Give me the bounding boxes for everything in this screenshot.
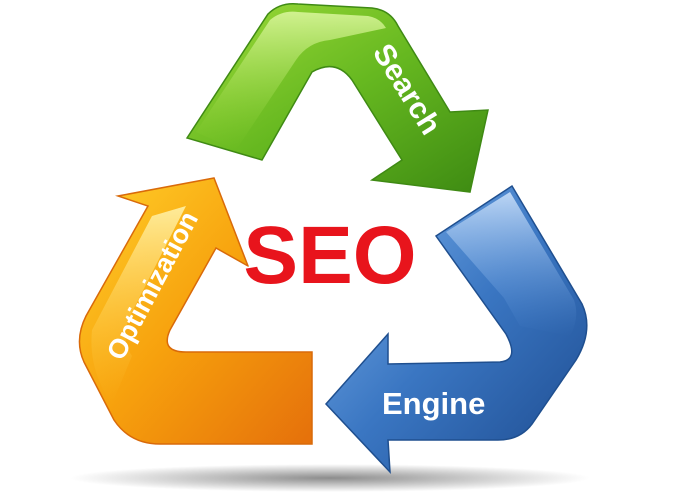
engine-label: Engine — [382, 386, 485, 421]
search-arrow — [185, 2, 489, 193]
optimization-arrow — [78, 177, 313, 445]
engine-arrow — [324, 184, 588, 475]
seo-title: SEO — [243, 210, 416, 301]
ground-shadow — [70, 464, 590, 492]
search-arrow-highlight — [196, 11, 386, 150]
engine-arrow-highlight — [446, 192, 577, 336]
optimization-arrow-highlight — [91, 206, 186, 404]
